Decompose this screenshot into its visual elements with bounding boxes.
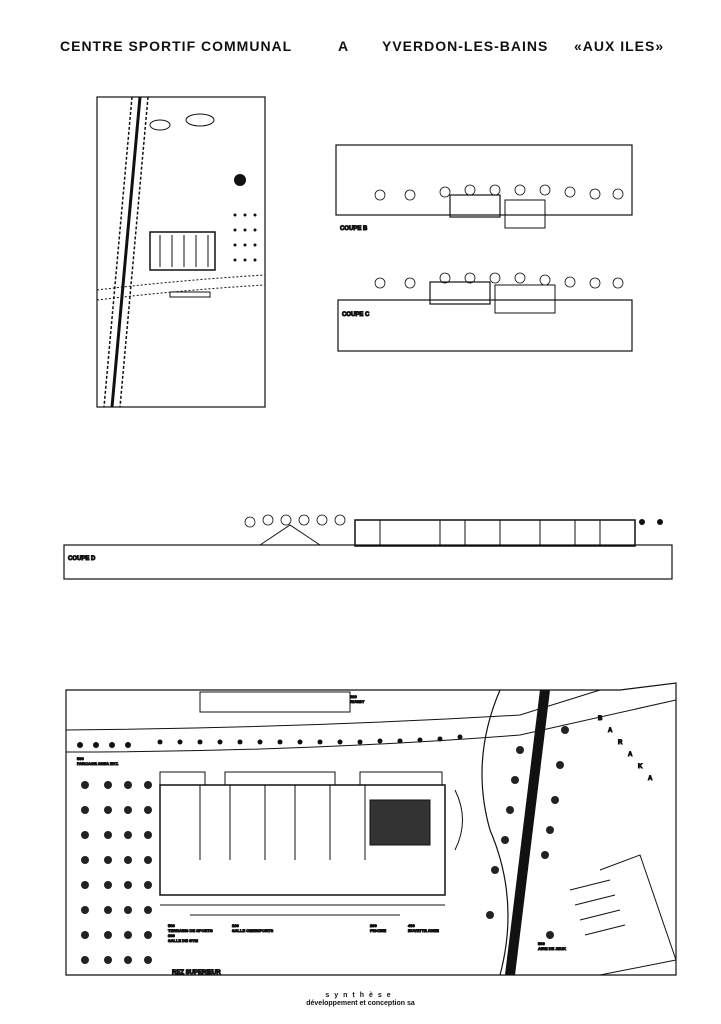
label-aire: AIRE DE JEUX: [538, 946, 566, 951]
baraka-letter: K: [638, 764, 643, 770]
title-part-4: «AUX ILES»: [574, 38, 665, 54]
coupe-b-label: COUPE B: [340, 226, 368, 232]
baraka-letter: A: [608, 728, 613, 734]
label-rugby: RUGBY: [350, 699, 365, 704]
section-coupe-b: COUPE B: [335, 144, 633, 233]
title-part-1: CENTRE SPORTIF COMMUNAL: [60, 38, 293, 54]
ground-floor-plan: 210 RUGBY 500 PARCAGE AREA EXT. 500 TERR…: [65, 682, 677, 977]
site-plan: [96, 96, 266, 408]
parking-trees: [81, 781, 152, 964]
coupe-d-label: COUPE D: [68, 556, 96, 562]
label-omnisports-number: 100: [232, 923, 239, 928]
label-rugby-number: 210: [350, 694, 357, 699]
label-piscine: PISCINE: [370, 928, 386, 933]
coupe-c-label: COUPE C: [342, 312, 370, 318]
baraka-letter: A: [628, 752, 633, 758]
label-aire-number: 500: [538, 941, 545, 946]
baraka-letter: B: [598, 716, 603, 722]
label-parking: PARCAGE AREA EXT.: [77, 761, 118, 766]
title-part-3: YVERDON-LES-BAINS: [382, 38, 549, 54]
baraka-letter: A: [648, 776, 653, 782]
label-gym: SALLE DE GYM: [168, 938, 199, 943]
baraka-letter: R: [618, 740, 623, 746]
label-buvette-number: 400: [408, 923, 415, 928]
label-omnisports: SALLE OMNISPORTS: [232, 928, 273, 933]
label-terrains-number: 500: [168, 923, 175, 928]
label-terrains: TERRAINS DE SPORTS: [168, 928, 213, 933]
footer-brand: synthèse: [325, 992, 396, 999]
label-parking-number: 500: [77, 756, 84, 761]
level-label: REZ SUPERIEUR: [172, 970, 221, 976]
footer-tagline: développement et conception sa: [306, 1000, 415, 1007]
section-coupe-d: COUPE D: [63, 514, 673, 580]
label-piscine-number: 200: [370, 923, 377, 928]
label-gym-number: 300: [168, 933, 175, 938]
footer: synthèse développement et conception sa: [0, 992, 721, 1008]
label-buvette: BUVETTE AREE: [408, 928, 439, 933]
title-part-2: A: [338, 38, 350, 54]
label-baraka: B A R A K A: [598, 716, 654, 783]
section-coupe-c: COUPE C: [337, 272, 633, 352]
